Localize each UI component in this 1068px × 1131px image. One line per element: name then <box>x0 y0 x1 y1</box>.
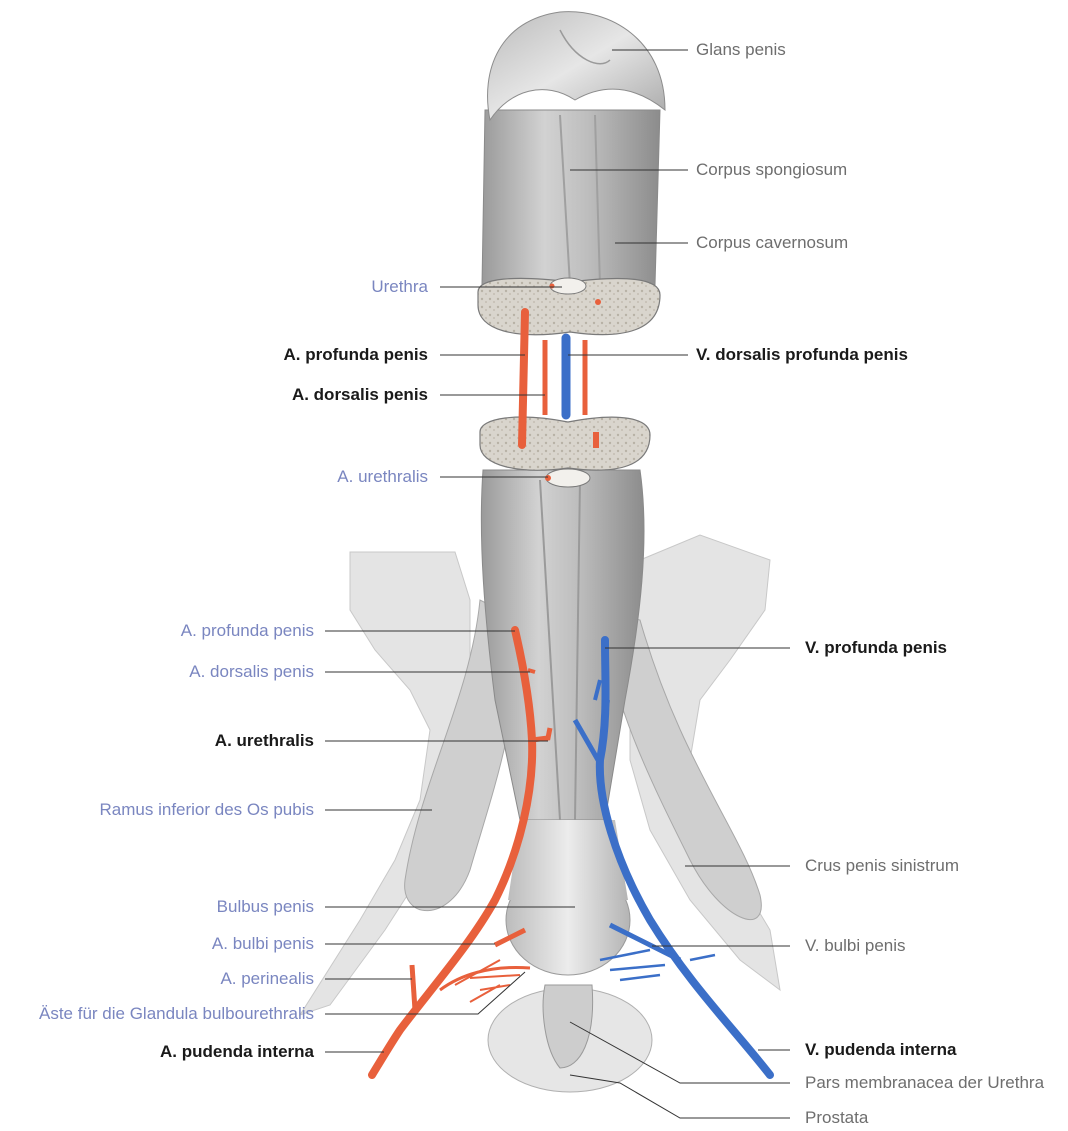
glans <box>488 12 665 120</box>
label-aeste-glandula: Äste für die Glandula bulbourethralis <box>39 1004 314 1024</box>
label-corpus-spongiosum: Corpus spongiosum <box>696 160 847 180</box>
label-v-bulbi-penis: V. bulbi penis <box>805 936 906 956</box>
shaft-lower <box>481 470 644 820</box>
label-a-urethralis-mid: A. urethralis <box>215 731 314 751</box>
label-a-urethralis-top: A. urethralis <box>337 467 428 487</box>
label-a-dorsalis-penis-top: A. dorsalis penis <box>292 385 428 405</box>
label-glans-penis: Glans penis <box>696 40 786 60</box>
label-crus-penis-sinistrum: Crus penis sinistrum <box>805 856 959 876</box>
cross-section-lower <box>480 417 650 470</box>
artery-profunda-connector <box>522 312 525 445</box>
label-a-perinealis: A. perinealis <box>220 969 314 989</box>
label-a-dorsalis-penis-mid: A. dorsalis penis <box>189 662 314 682</box>
label-a-pudenda-interna: A. pudenda interna <box>160 1042 314 1062</box>
label-a-profunda-penis-mid: A. profunda penis <box>181 621 314 641</box>
label-prostata: Prostata <box>805 1108 868 1128</box>
label-urethra: Urethra <box>371 277 428 297</box>
label-ramus-inferior: Ramus inferior des Os pubis <box>100 800 314 820</box>
label-a-profunda-penis-top: A. profunda penis <box>284 345 429 365</box>
label-corpus-cavernosum: Corpus cavernosum <box>696 233 848 253</box>
shaft-upper <box>482 110 660 285</box>
label-a-bulbi-penis: A. bulbi penis <box>212 934 314 954</box>
artery-perinealis-path <box>412 965 415 1010</box>
label-v-dorsalis-profunda-penis: V. dorsalis profunda penis <box>696 345 908 365</box>
label-bulbus-penis: Bulbus penis <box>217 897 314 917</box>
label-v-profunda-penis: V. profunda penis <box>805 638 947 658</box>
label-v-pudenda-interna: V. pudenda interna <box>805 1040 956 1060</box>
label-pars-membranacea: Pars membranacea der Urethra <box>805 1073 1044 1093</box>
